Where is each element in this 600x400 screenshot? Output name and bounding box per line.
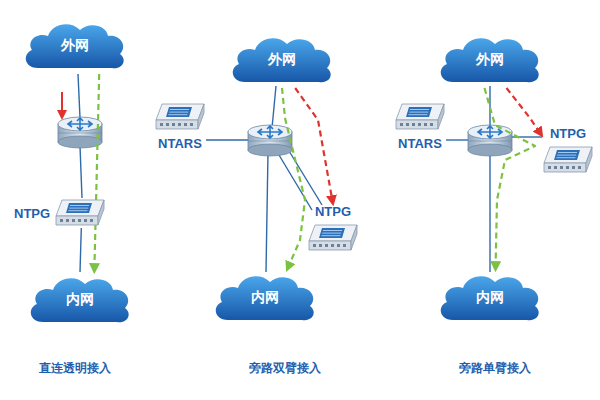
device-icon (307, 223, 359, 253)
cloud-label: 内网 (251, 289, 279, 307)
network-wires (78, 74, 542, 272)
router-symbol (468, 125, 512, 156)
network-cloud: 外网 (227, 32, 337, 88)
caption-label: 直连透明接入 (39, 360, 111, 377)
network-cloud: 外网 (20, 18, 130, 74)
router-symbol (58, 117, 102, 148)
device-label: NTARS (398, 136, 442, 151)
device-label: NTPG (550, 126, 586, 141)
router-symbol (248, 125, 292, 156)
network-cloud: 内网 (210, 270, 320, 326)
device-icon (542, 145, 594, 175)
cloud-label: 内网 (476, 289, 504, 307)
caption-label: 旁路单臂接入 (459, 360, 531, 377)
network-cloud: 内网 (435, 270, 545, 326)
device-node: NTARS (154, 102, 206, 151)
device-node: NTPG (307, 204, 359, 253)
network-cloud: 内网 (25, 272, 135, 328)
traffic-flow-arrow (507, 88, 543, 136)
traffic-flow-arrow (282, 88, 305, 270)
caption-label: 旁路双臂接入 (249, 360, 321, 377)
cloud-label: 外网 (268, 51, 296, 69)
traffic-flow-arrow (94, 74, 99, 272)
device-node: NTPG (14, 198, 106, 228)
traffic-flow-arrow (485, 88, 536, 270)
device-icon (54, 198, 106, 228)
device-node: NTARS (394, 102, 446, 151)
device-icon (154, 102, 206, 132)
device-icon (394, 102, 446, 132)
cloud-label: 外网 (61, 37, 89, 55)
device-label: NTPG (14, 206, 50, 221)
device-node: NTPG (542, 126, 594, 175)
red-arrow (57, 92, 67, 120)
device-label: NTPG (315, 204, 351, 219)
network-cloud: 外网 (435, 32, 545, 88)
cloud-label: 内网 (66, 291, 94, 309)
cloud-label: 外网 (476, 51, 504, 69)
network-link (80, 228, 81, 272)
device-label: NTARS (158, 136, 202, 151)
